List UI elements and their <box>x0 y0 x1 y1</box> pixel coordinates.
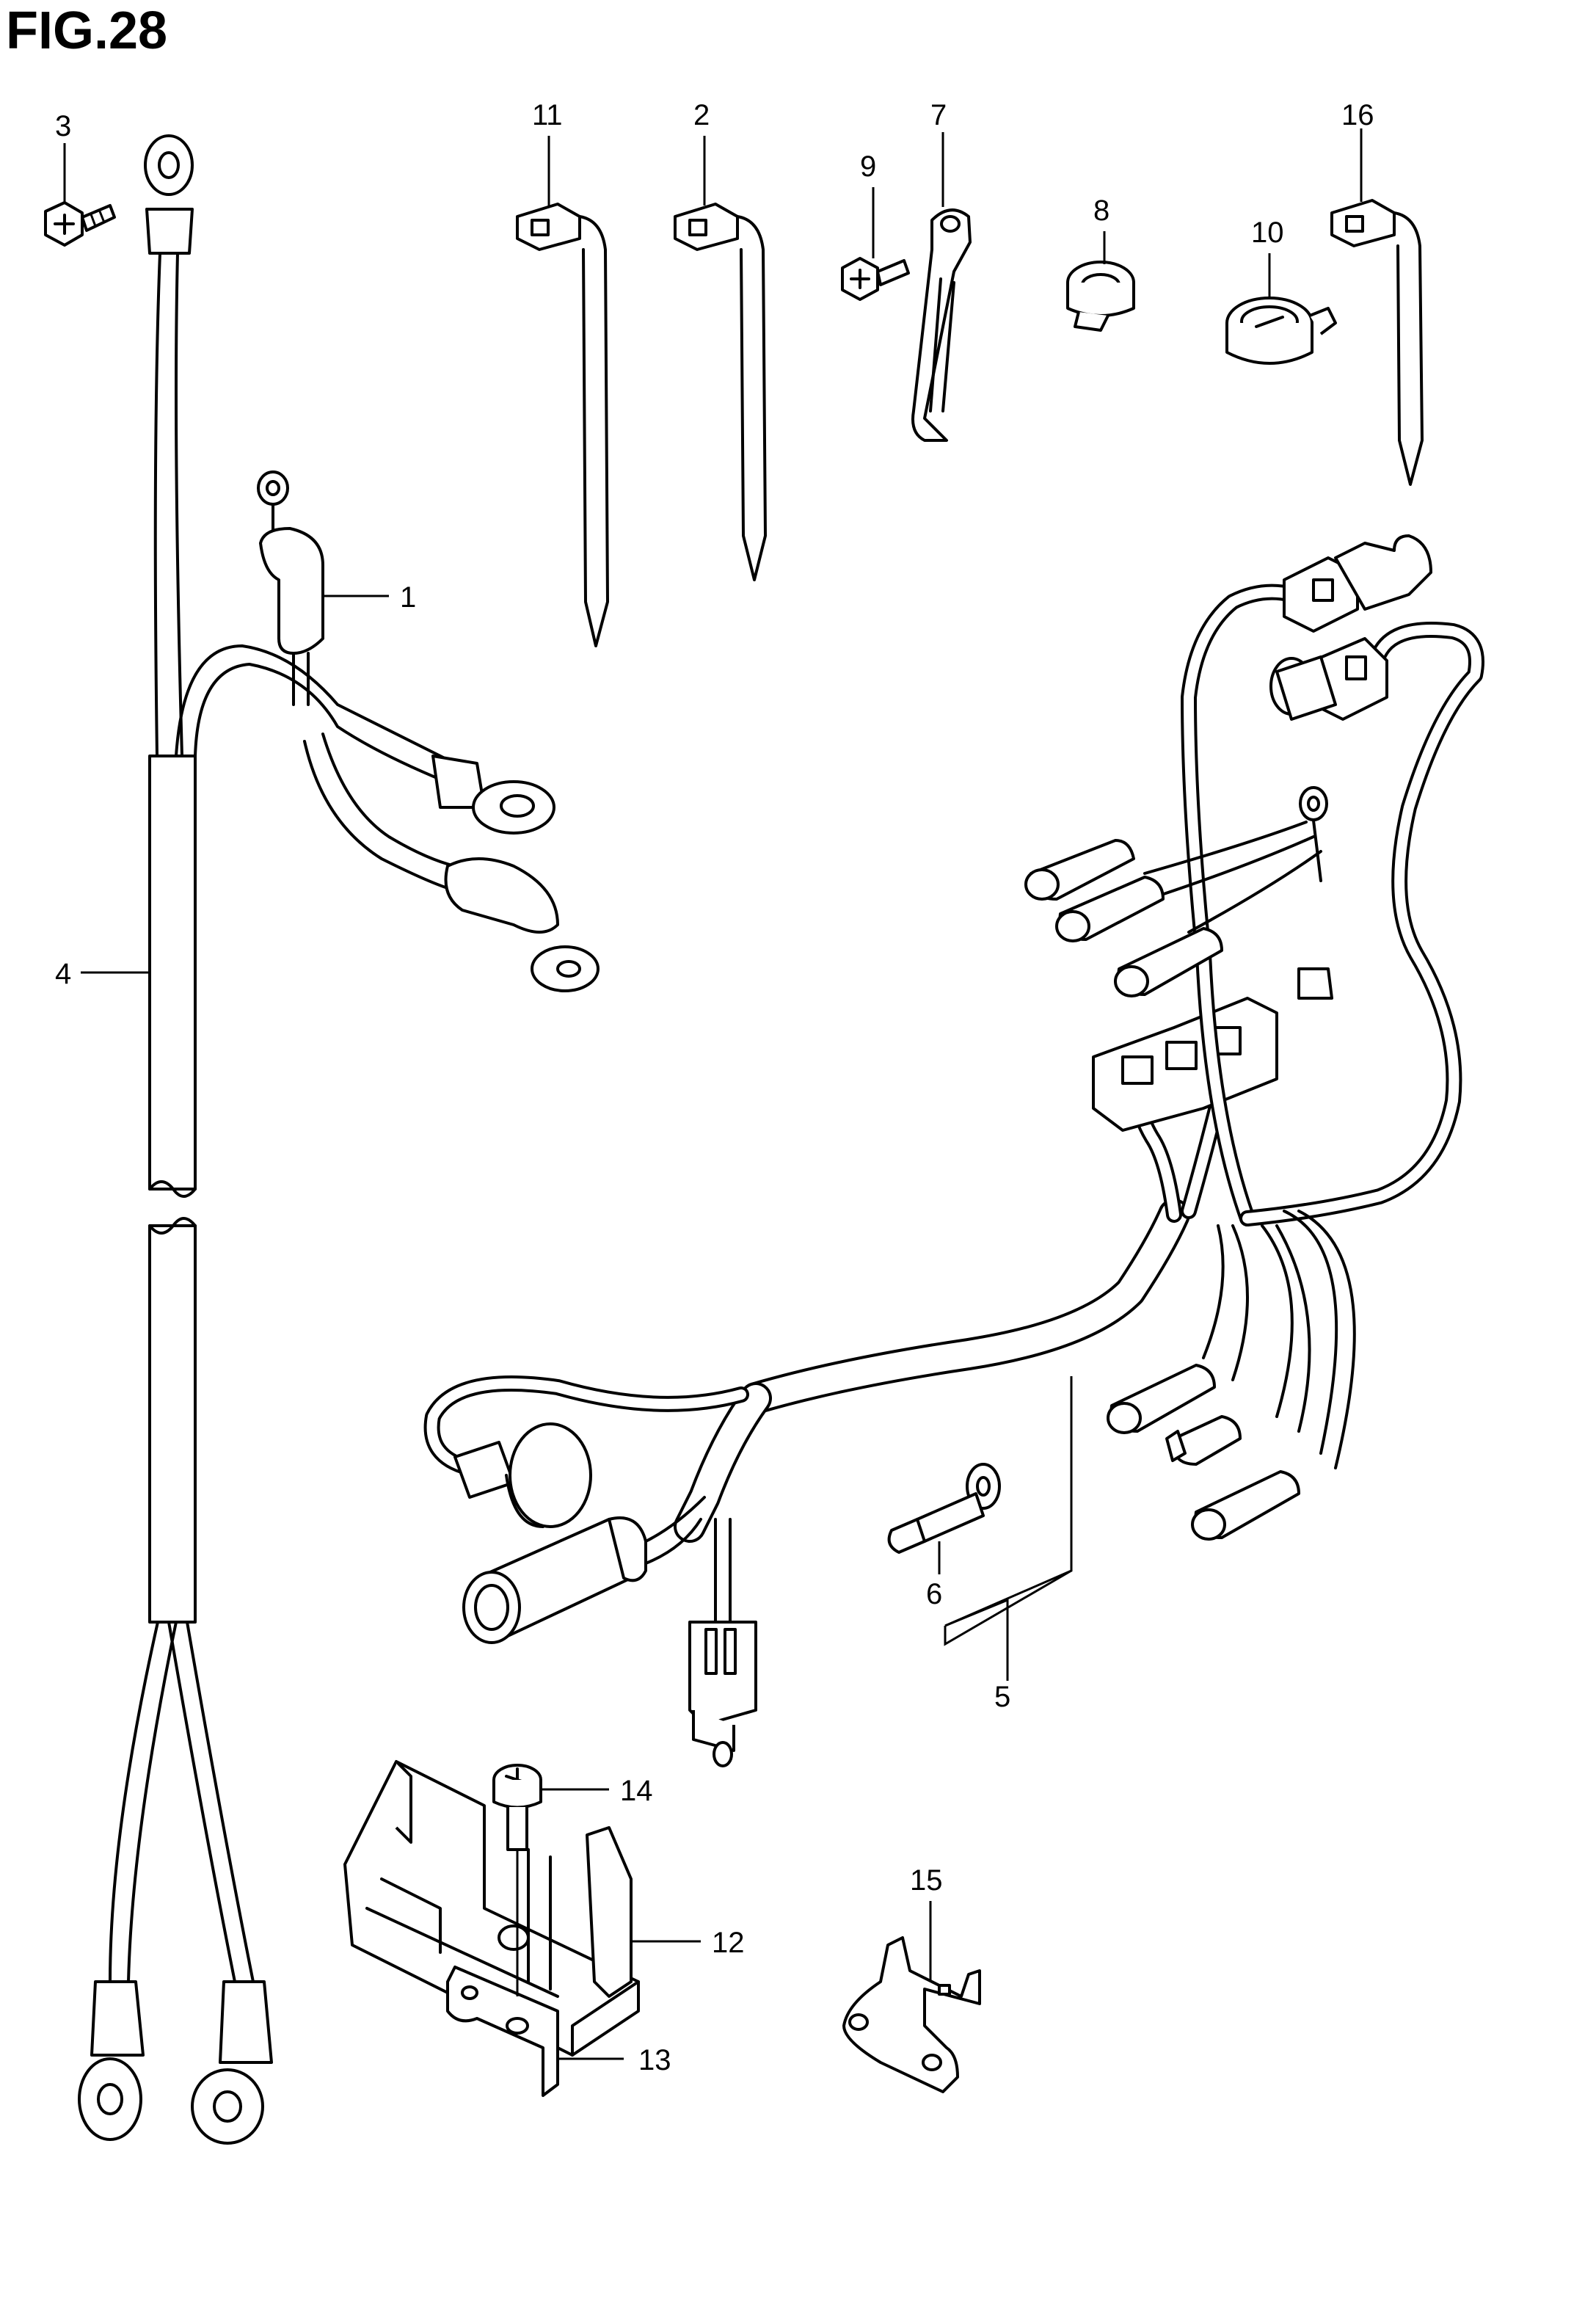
callout-3: 3 <box>55 110 71 142</box>
callout-4: 4 <box>55 958 71 990</box>
callout-6: 6 <box>926 1578 942 1610</box>
part-1-lead-wire[interactable] <box>257 470 324 706</box>
leader-5-bracket-b <box>944 1569 1072 1681</box>
part-11-cable-tie[interactable] <box>516 203 609 647</box>
part-7-clamp[interactable] <box>911 208 972 442</box>
figure-title: FIG.28 <box>6 1 168 60</box>
part-15-bracket[interactable] <box>842 1936 981 2093</box>
part-6-grommet-clip[interactable] <box>887 1463 1001 1554</box>
part-5-wire-harness[interactable] <box>423 534 1484 1767</box>
callout-15: 15 <box>910 1864 943 1897</box>
callout-16: 16 <box>1341 99 1374 131</box>
callout-2: 2 <box>693 99 710 131</box>
part-13-plate[interactable] <box>446 1850 559 2097</box>
callout-13: 13 <box>638 2044 671 2076</box>
part-14-bolt[interactable] <box>492 1764 542 1851</box>
callout-10: 10 <box>1251 217 1284 249</box>
part-8-clip[interactable] <box>1066 261 1135 332</box>
part-9-screw[interactable] <box>841 257 910 301</box>
part-12-bracket[interactable] <box>343 1760 640 2057</box>
callout-7: 7 <box>930 99 947 131</box>
callout-14: 14 <box>620 1775 653 1807</box>
callout-9: 9 <box>860 150 876 183</box>
part-3-bolt[interactable] <box>44 201 116 247</box>
callout-5: 5 <box>994 1681 1010 1713</box>
part-16-cable-tie[interactable] <box>1330 199 1424 486</box>
part-10-hose-clamp[interactable] <box>1225 297 1337 365</box>
callout-11: 11 <box>532 99 563 131</box>
part-2-cable-tie[interactable] <box>674 203 767 581</box>
callout-12: 12 <box>712 1927 745 1959</box>
callout-1: 1 <box>400 581 416 614</box>
callout-8: 8 <box>1093 195 1109 227</box>
